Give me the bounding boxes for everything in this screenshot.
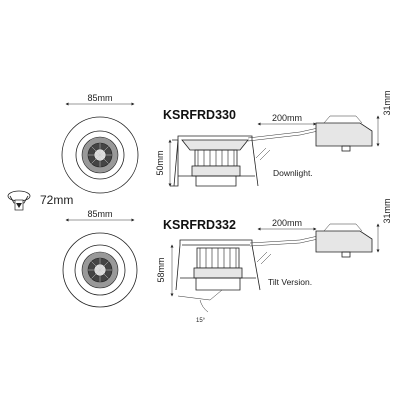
spring-clip-left-2	[175, 244, 181, 291]
lens-facets-1	[88, 143, 112, 167]
cable-length-label-2: 200mm	[272, 218, 302, 228]
driver-box-2	[315, 230, 373, 253]
housing-2	[193, 267, 243, 279]
driver-height-label-2: 31mm	[382, 198, 392, 223]
front-view-2: 85mm	[62, 209, 138, 308]
front-width-label-1: 85mm	[87, 93, 112, 103]
spring-clip-right-1	[251, 139, 259, 187]
cutout-group: 72mm	[7, 190, 73, 211]
lens-facets-2	[88, 258, 112, 282]
height-label-2: 58mm	[156, 257, 166, 282]
version-label-1: Downlight.	[273, 168, 313, 178]
tilt-arc	[199, 299, 209, 313]
break-mark-2a	[256, 251, 268, 263]
cable-1	[247, 127, 319, 139]
driver-height-label-1: 31mm	[382, 90, 392, 115]
spring-clip-right-2	[251, 244, 261, 291]
driver-box-1	[315, 122, 373, 147]
cable-length-label-1: 200mm	[272, 113, 302, 123]
spring-clip-left-1	[173, 139, 179, 187]
tilt-line	[177, 289, 223, 301]
cable-2	[249, 235, 319, 244]
trim-ring-inner-1	[75, 130, 125, 180]
version-label-2: Tilt Version.	[268, 277, 312, 287]
housing-1	[191, 165, 241, 177]
trim-ring-outer-1	[61, 116, 139, 194]
model-name-2: KSRFRD332	[163, 218, 236, 232]
side-view-1: 50mm Downlight. 200mm 31mm	[155, 90, 392, 187]
break-mark-1a	[255, 147, 267, 159]
heatsink-top-1	[181, 139, 249, 151]
cutout-size-label: 72mm	[40, 193, 73, 207]
trim-ring-outer-2	[62, 232, 138, 308]
front-view-1: 85mm	[61, 93, 139, 194]
front-width-label-2: 85mm	[87, 209, 112, 219]
product-2-group: 85mm KSRFRD332	[62, 198, 392, 324]
trim-ring-inner-2	[74, 244, 126, 296]
model-name-1: KSRFRD330	[163, 108, 236, 122]
break-mark-1b	[259, 149, 271, 161]
cutout-hole-icon	[7, 190, 31, 211]
side-view-2: 58mm 15° Tilt Version. 200mm 31mm	[156, 198, 392, 324]
tilt-angle-label: 15°	[196, 318, 206, 324]
break-mark-2b	[260, 253, 272, 265]
product-1-group: 85mm KSRFRD330	[61, 90, 392, 194]
height-label-1: 50mm	[155, 150, 165, 175]
